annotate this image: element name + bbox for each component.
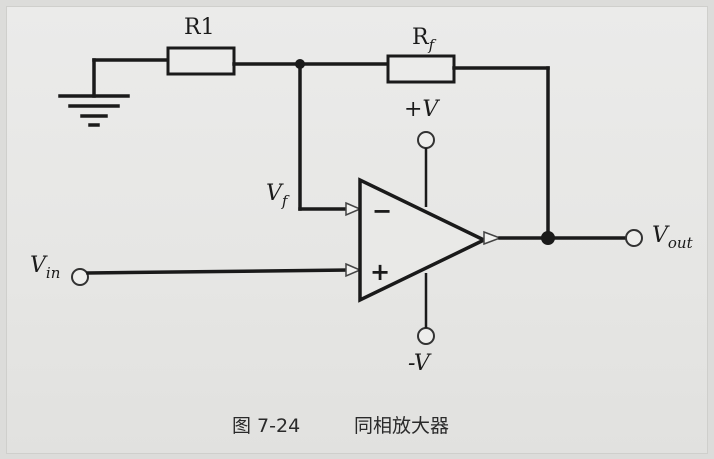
vminus-terminal: [417, 327, 435, 345]
figure-title: 同相放大器: [354, 415, 449, 437]
junction-node-output: [541, 231, 555, 245]
label-vout: Vout: [652, 223, 694, 252]
label-r1: R1: [184, 15, 215, 40]
page-background: [6, 6, 708, 454]
label-rf: Rf: [412, 25, 437, 54]
noninverting-sign: +: [370, 258, 390, 286]
inverting-input-arrow: [345, 201, 362, 217]
label-vplus: +V: [404, 97, 440, 122]
wire-vin: [86, 268, 350, 275]
label-vin: Vin: [30, 253, 60, 282]
resistor-r1: [166, 46, 236, 76]
label-vf: Vf: [266, 181, 290, 210]
figure-number: 图 7-24: [232, 415, 300, 437]
noninverting-input-arrow: [345, 262, 362, 278]
resistor-rf: [386, 54, 456, 84]
ground-symbol: [58, 58, 130, 127]
output-arrow: [483, 230, 503, 246]
inverting-sign: −: [372, 197, 392, 225]
label-vminus: -V: [408, 351, 432, 376]
vin-terminal: [71, 268, 89, 286]
vplus-terminal: [417, 131, 435, 149]
op-amp-triangle: [358, 177, 489, 303]
vout-terminal: [625, 229, 643, 247]
